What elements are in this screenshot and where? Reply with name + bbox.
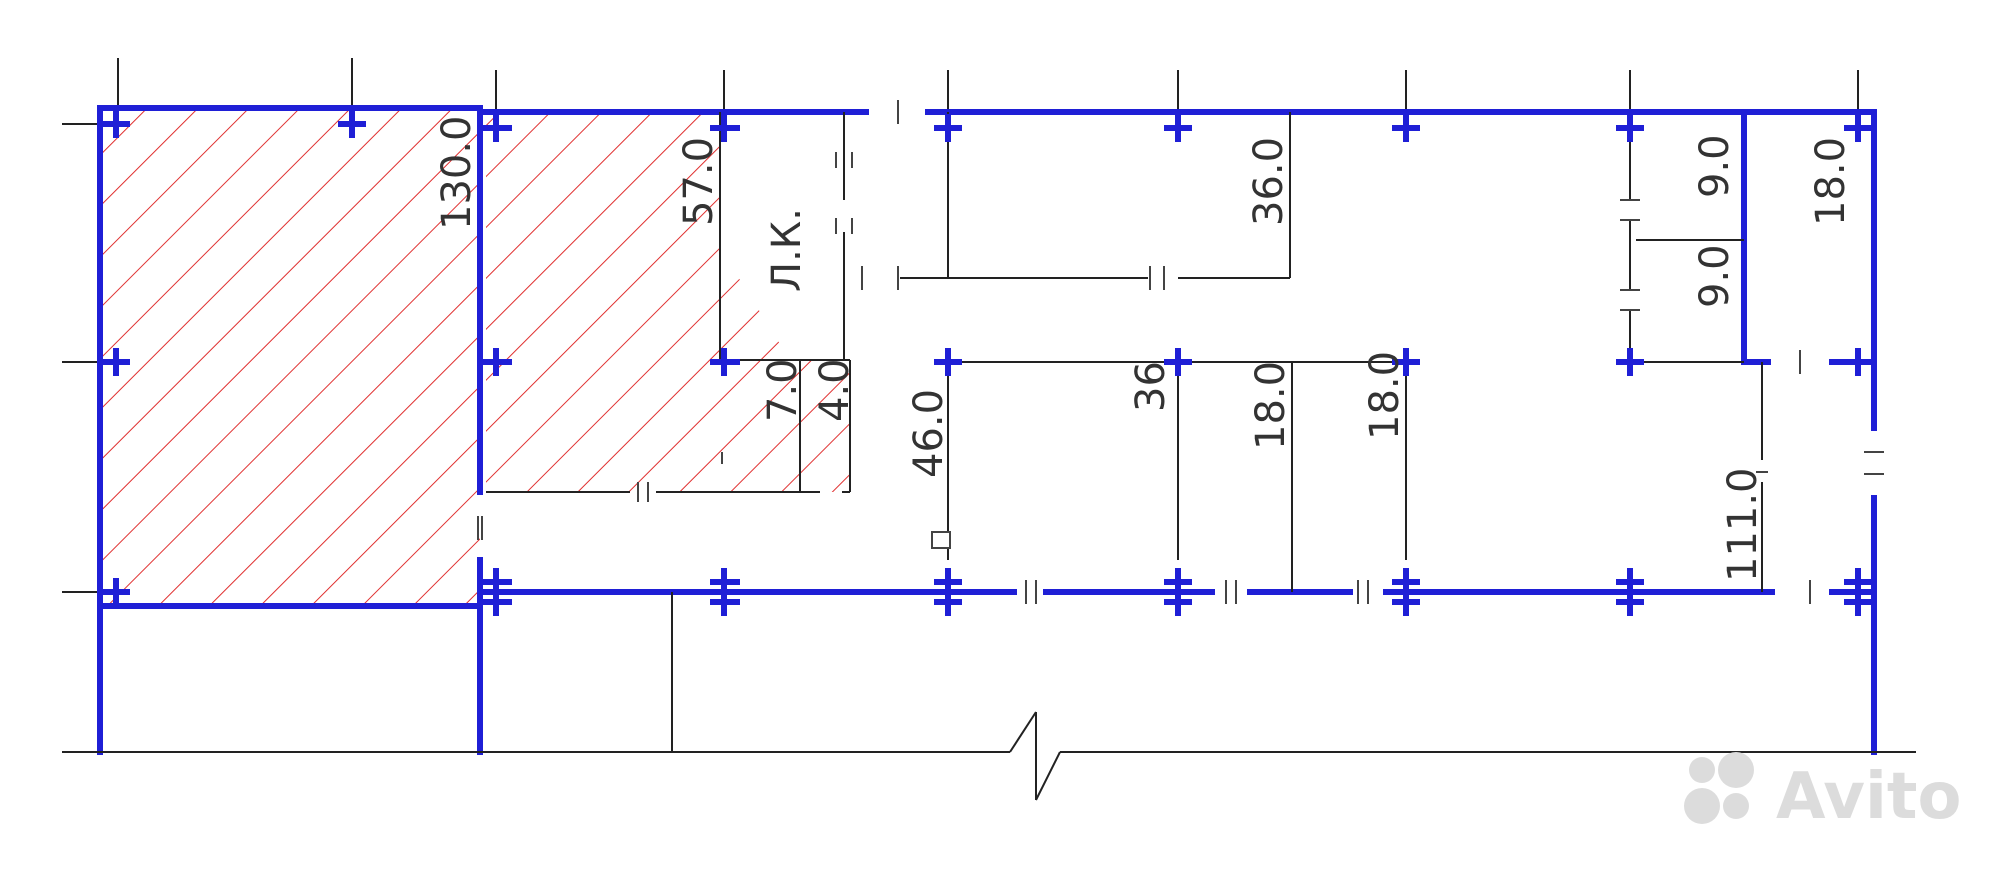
dimension-9-a: 9.0 xyxy=(1692,134,1738,198)
dimension-57: 57.0 xyxy=(676,137,722,226)
dimension-18-b: 18.0 xyxy=(1362,351,1408,440)
walls xyxy=(97,105,1877,755)
grid-crosses xyxy=(102,110,1872,616)
dimension-46: 46.0 xyxy=(906,389,952,478)
dimension-18-right: 18.0 xyxy=(1808,137,1854,226)
dimension-36-mid: 36 xyxy=(1128,361,1174,412)
watermark-text: Avito xyxy=(1776,760,1961,834)
avito-watermark: Avito xyxy=(1684,752,1961,834)
dimension-111: 111.0 xyxy=(1720,467,1766,582)
dimension-36-top: 36.0 xyxy=(1246,137,1292,226)
dimension-9-b: 9.0 xyxy=(1692,244,1738,308)
opening-ticks xyxy=(477,100,1884,604)
dimension-18-a: 18.0 xyxy=(1248,361,1294,450)
marker-box xyxy=(931,531,951,549)
interior-lines xyxy=(62,112,1916,801)
label-lk: Л.К. xyxy=(764,208,810,292)
avito-logo-icon xyxy=(1684,752,1754,824)
hatched-area-left xyxy=(100,108,480,606)
dimension-130: 130.0 xyxy=(434,115,480,230)
grid-lines xyxy=(62,58,1859,593)
hatched-area-middle xyxy=(486,112,850,492)
dimension-7: 7.0 xyxy=(760,358,806,422)
dimension-4: 4.0 xyxy=(812,358,858,422)
